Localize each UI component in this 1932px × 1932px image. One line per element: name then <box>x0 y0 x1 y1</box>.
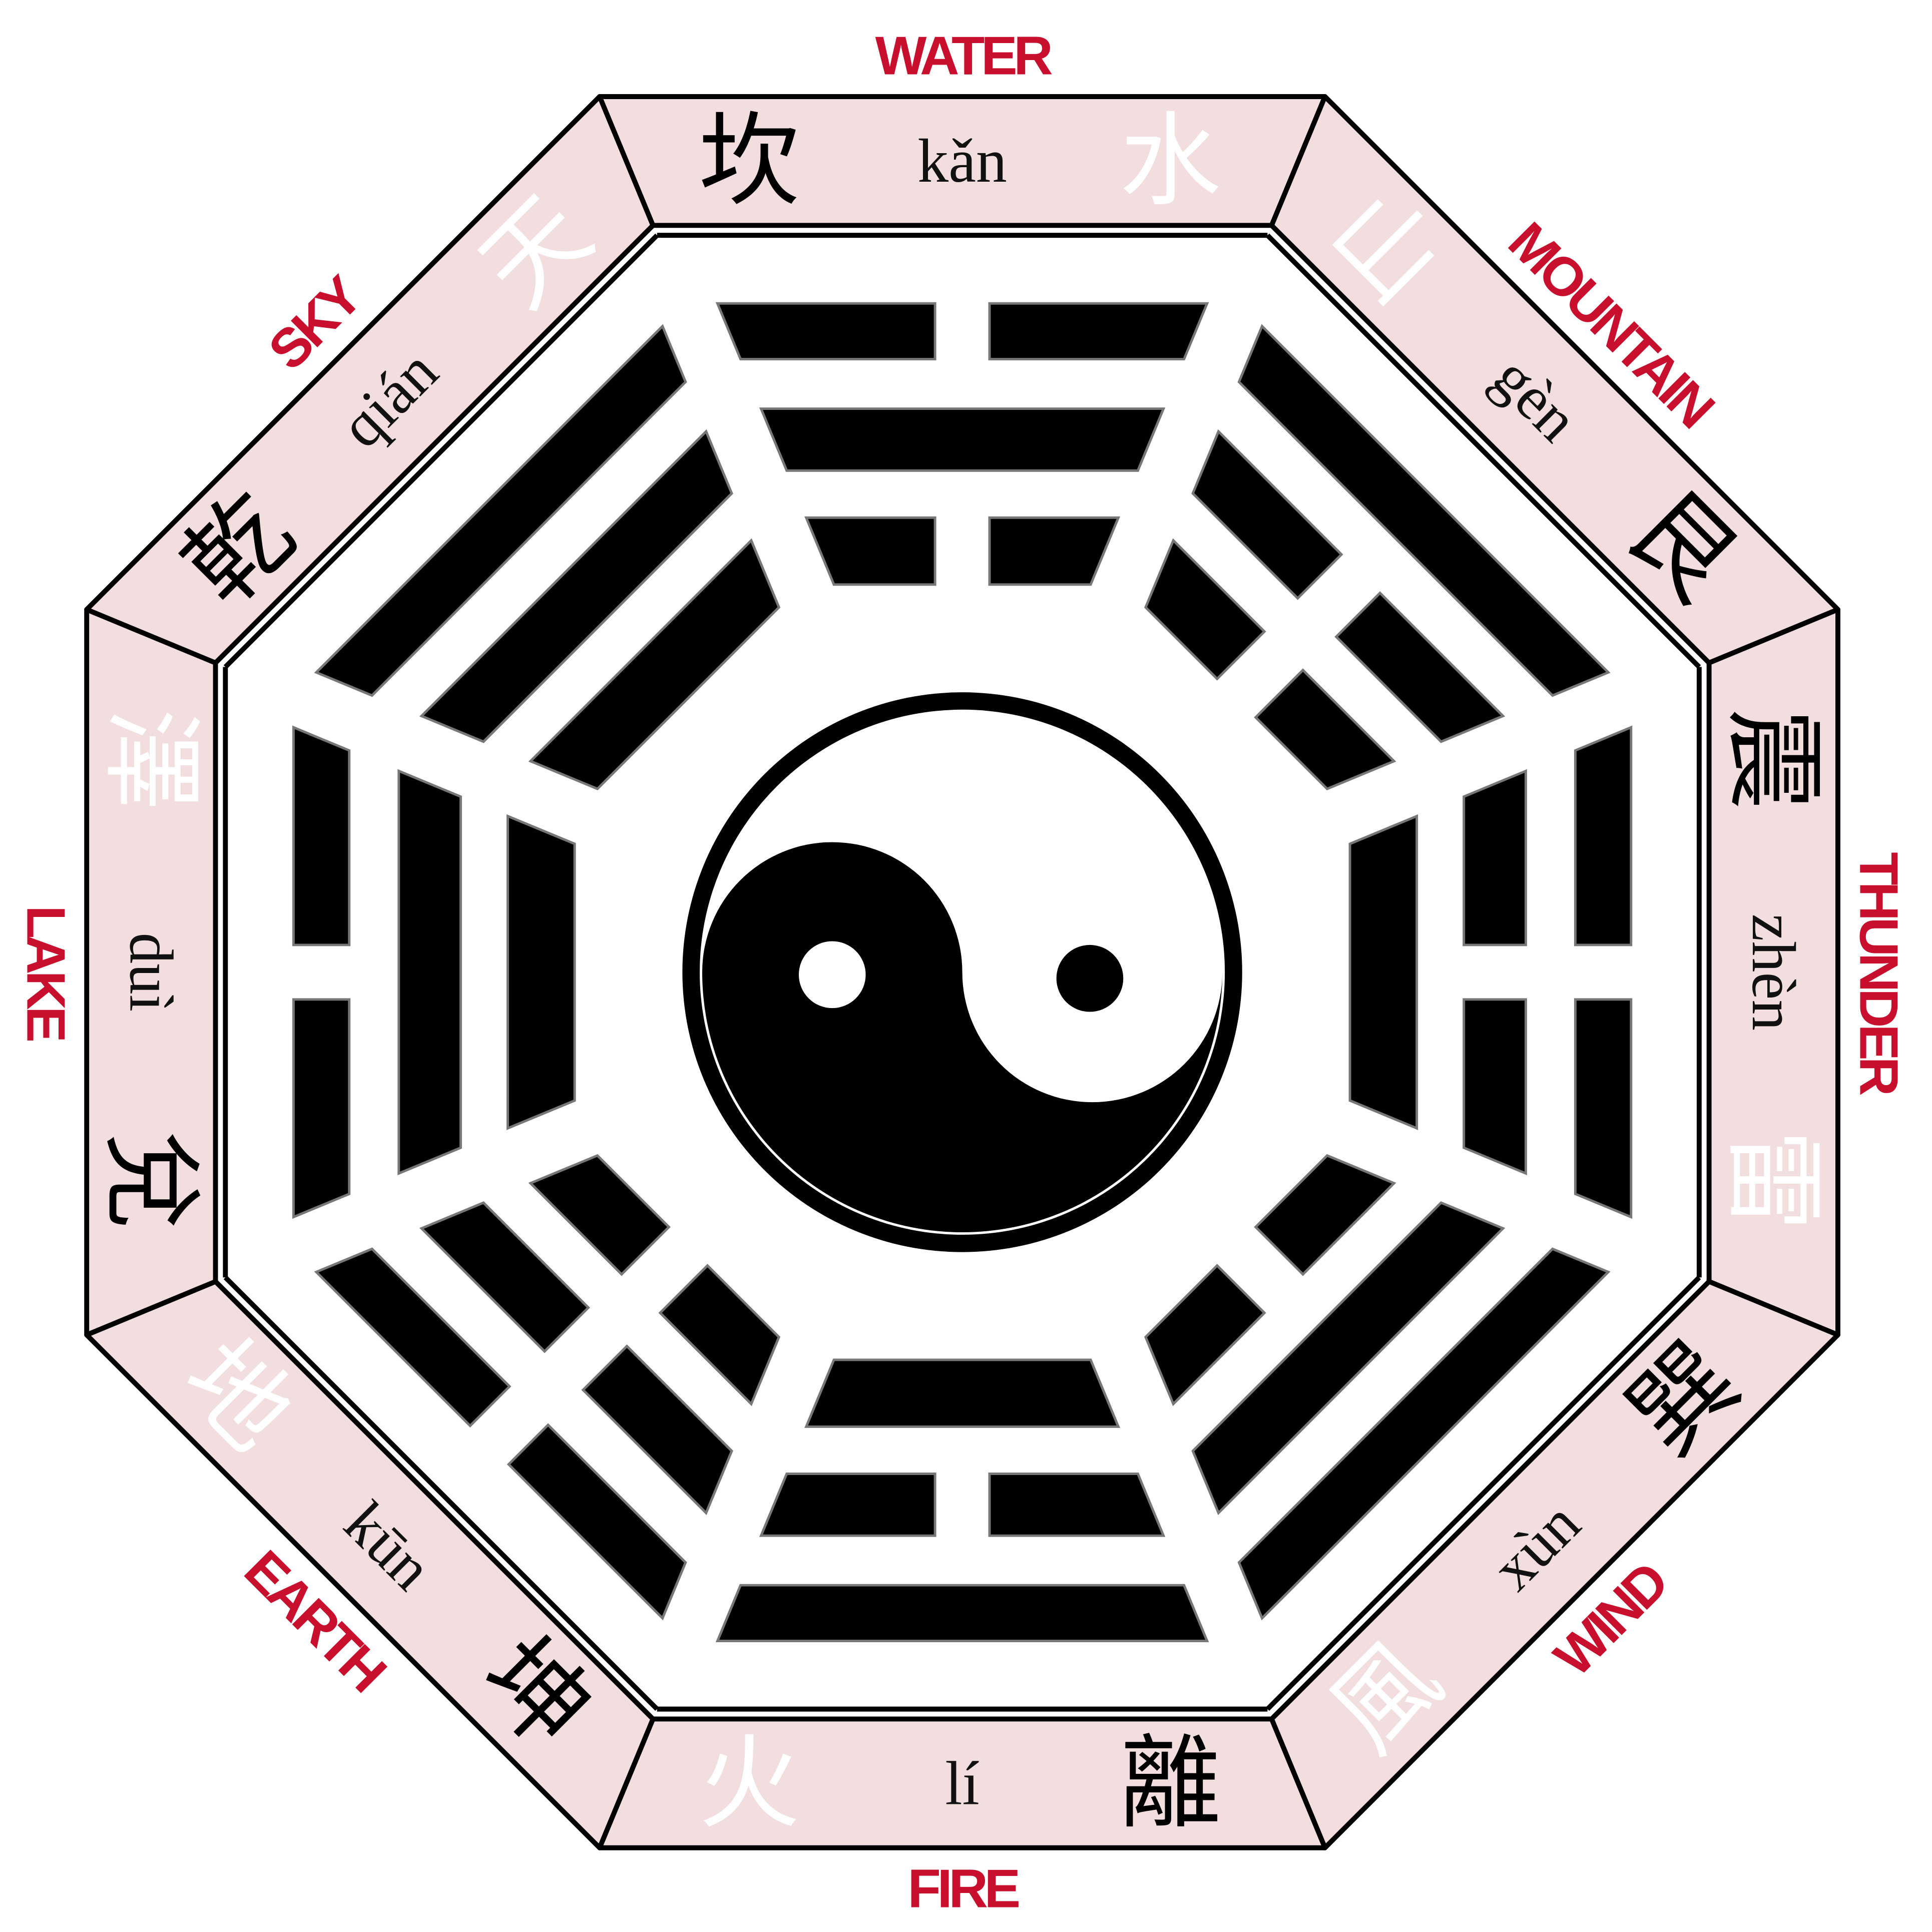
yin-line-half <box>528 1154 671 1276</box>
element-label: FIRE <box>907 1858 1019 1919</box>
yin-line-half <box>759 1473 936 1537</box>
trigram-bottom-right <box>1144 1154 1611 1621</box>
trigram-top <box>715 302 1209 586</box>
yang-line <box>1237 1247 1611 1621</box>
yang-line <box>1191 1201 1506 1516</box>
yin-line-half <box>988 1473 1166 1537</box>
inner-border-line <box>223 233 659 669</box>
octagon-band <box>84 94 1840 1850</box>
trigram-left <box>292 725 576 1219</box>
yin-yang-icon <box>682 692 1242 1252</box>
yin-line-half <box>1463 769 1527 946</box>
yin-line-half <box>1254 1154 1396 1276</box>
yin-line-half <box>507 1423 687 1621</box>
yin-line-half <box>1191 429 1343 600</box>
trigram-top-left <box>314 324 781 791</box>
yang-line <box>1348 814 1418 1130</box>
element-label: LAKE <box>16 905 77 1041</box>
element-character: 水 <box>1120 102 1221 220</box>
band-segment-left <box>84 607 228 1337</box>
yin-line-half <box>1574 998 1633 1219</box>
pinyin-label: duì <box>117 932 185 1012</box>
yin-line-half <box>292 725 351 946</box>
yang-line <box>314 324 687 697</box>
trigram-top-right <box>1144 324 1611 791</box>
trigram-right <box>1348 725 1633 1219</box>
yang-line <box>759 407 1166 472</box>
yang-line <box>528 538 781 791</box>
band-text-left: 澤 duì 兌 LAKE <box>16 708 210 1231</box>
element-label: THUNDER <box>1848 852 1909 1095</box>
yin-line-half <box>581 1344 733 1516</box>
trigram-bottom <box>715 1358 1209 1642</box>
yin-line-half <box>419 1201 590 1353</box>
yin-line-half <box>1574 725 1633 946</box>
yang-line <box>715 1584 1209 1642</box>
band-panel <box>84 94 656 666</box>
yin-line-half <box>715 302 936 361</box>
yang-line <box>397 769 462 1176</box>
yin-yang-dark-dot <box>1056 944 1124 1012</box>
pinyin-label: zhèn <box>1739 914 1808 1031</box>
element-character: 火 <box>699 1724 800 1842</box>
yin-line-half <box>314 1247 512 1428</box>
yin-line-half <box>1334 591 1506 743</box>
yin-line-half <box>988 302 1209 361</box>
yin-line-half <box>988 516 1121 586</box>
trigram-character: 坎 <box>699 102 800 220</box>
trigram-character: 離 <box>1120 1724 1221 1842</box>
yin-line-half <box>1144 538 1266 681</box>
trigram-character: 震 <box>1714 708 1832 810</box>
band-text-top: 坎 kǎn 水 WATER <box>699 25 1221 220</box>
yang-line <box>419 429 733 743</box>
yin-line-half <box>1144 1264 1266 1406</box>
band-text-right: 震 zhèn 雷 THUNDER <box>1714 708 1909 1231</box>
yang-line <box>804 1358 1121 1428</box>
inner-border-line <box>1265 233 1701 669</box>
yang-line <box>1237 324 1611 697</box>
pinyin-label: lí <box>945 1749 980 1818</box>
yin-yang-dark-half <box>702 842 1223 1232</box>
element-character: 雷 <box>1714 1130 1832 1231</box>
element-label: WATER <box>875 25 1053 86</box>
band-segment-top-left <box>84 94 659 669</box>
inner-border-line <box>1265 1275 1701 1711</box>
element-character: 澤 <box>92 708 210 810</box>
trigram-bottom-left <box>314 1154 781 1621</box>
band-text-bottom: 火 lí 離 FIRE <box>699 1724 1221 1919</box>
yin-line-half <box>804 516 936 586</box>
yin-line-half <box>1254 668 1396 791</box>
yin-line-half <box>1463 998 1527 1176</box>
yin-yang-light-dot <box>798 941 866 1009</box>
inner-border-line <box>223 1275 659 1711</box>
trigrams <box>292 302 1633 1642</box>
yin-line-half <box>658 1264 781 1406</box>
pinyin-label: kǎn <box>917 127 1007 195</box>
yin-line-half <box>292 998 351 1219</box>
yang-line <box>507 814 576 1130</box>
trigram-character: 兌 <box>92 1130 210 1231</box>
